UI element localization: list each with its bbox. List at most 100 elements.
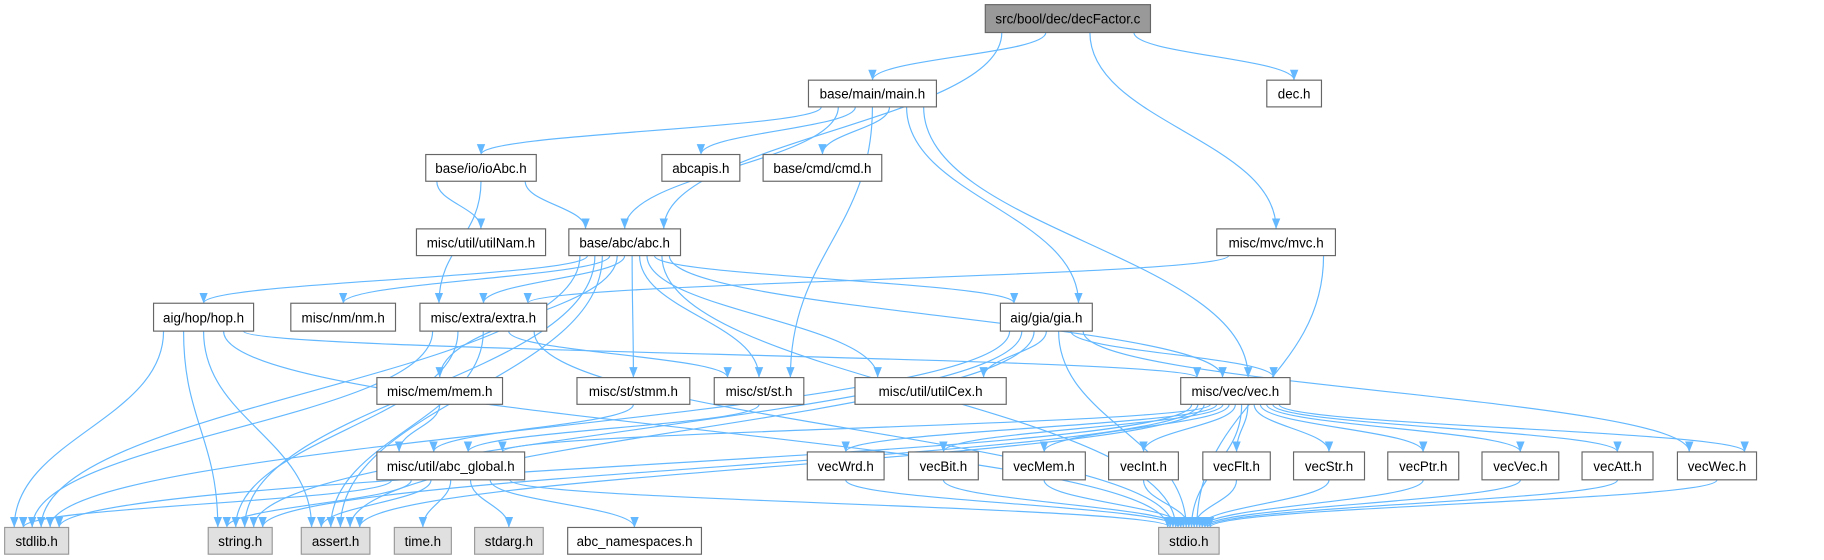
edge-vec-to-vecMem bbox=[1039, 404, 1230, 453]
node-utilCex[interactable]: misc/util/utilCex.h bbox=[854, 377, 1007, 405]
node-extra[interactable]: misc/extra/extra.h bbox=[419, 302, 548, 332]
node-label: vecBit.h bbox=[920, 459, 968, 474]
edge-gia-to-string bbox=[249, 331, 1023, 528]
edge-main-to-abcapis bbox=[696, 106, 856, 155]
edge-main-to-cmd bbox=[818, 106, 891, 155]
node-dec[interactable]: dec.h bbox=[1266, 79, 1323, 108]
node-assert: assert.h bbox=[300, 526, 371, 555]
node-label: abc_namespaces.h bbox=[577, 534, 693, 549]
node-box bbox=[300, 526, 371, 555]
node-stmm[interactable]: misc/st/stmm.h bbox=[576, 377, 691, 405]
edge-vec-to-vecWrd bbox=[841, 403, 1218, 453]
node-stdio: stdio.h bbox=[1158, 526, 1220, 555]
node-cmd[interactable]: base/cmd/cmd.h bbox=[762, 153, 883, 182]
node-box bbox=[1180, 377, 1291, 405]
node-vec[interactable]: misc/vec/vec.h bbox=[1180, 377, 1291, 405]
node-label: vecWec.h bbox=[1688, 459, 1746, 474]
node-box bbox=[661, 153, 741, 182]
node-abc_global[interactable]: misc/util/abc_global.h bbox=[376, 451, 526, 481]
edge-vecWec-to-stdio bbox=[1206, 479, 1718, 528]
node-box bbox=[1581, 451, 1654, 481]
node-box bbox=[393, 526, 452, 555]
edge-gia-to-assert bbox=[345, 331, 1035, 528]
edge-abc_global-to-stdlib bbox=[19, 479, 393, 528]
node-box bbox=[1002, 451, 1086, 481]
node-vecMem[interactable]: vecMem.h bbox=[1002, 451, 1086, 481]
nodes-layer: src/bool/dec/decFactor.c base/main/main.h… bbox=[4, 4, 1758, 555]
node-ioAbc[interactable]: base/io/ioAbc.h bbox=[425, 153, 537, 182]
edge-hop-to-stdlib bbox=[10, 331, 165, 528]
edge-extra-to-stdlib bbox=[28, 331, 434, 528]
edge-vecInt-to-stdio bbox=[1142, 479, 1194, 528]
node-nm[interactable]: misc/nm/nm.h bbox=[290, 302, 397, 332]
edge-vec-to-vecWec bbox=[1278, 403, 1749, 453]
node-abcapis[interactable]: abcapis.h bbox=[661, 153, 741, 182]
node-label: aig/gia/gia.h bbox=[1010, 310, 1082, 325]
edge-main-to-gia bbox=[905, 106, 1083, 304]
node-label: misc/util/abc_global.h bbox=[387, 459, 515, 474]
edge-abc_global-to-string bbox=[222, 479, 412, 528]
node-gia[interactable]: aig/gia/gia.h bbox=[999, 302, 1093, 332]
node-box bbox=[1108, 451, 1179, 481]
edge-abc_global-to-abc_namespaces bbox=[489, 479, 639, 528]
node-box bbox=[1266, 79, 1323, 108]
node-vecFlt[interactable]: vecFlt.h bbox=[1202, 451, 1271, 481]
node-box bbox=[1292, 451, 1366, 481]
node-vecWrd[interactable]: vecWrd.h bbox=[806, 451, 885, 481]
node-label: vecFlt.h bbox=[1213, 459, 1260, 474]
node-label: vecWrd.h bbox=[818, 459, 874, 474]
node-mem[interactable]: misc/mem/mem.h bbox=[376, 377, 504, 405]
node-decFactor[interactable]: src/bool/dec/decFactor.c bbox=[984, 4, 1152, 34]
node-label: assert.h bbox=[312, 534, 360, 549]
node-main[interactable]: base/main/main.h bbox=[807, 79, 938, 108]
node-stdlib: stdlib.h bbox=[4, 526, 70, 555]
node-box bbox=[984, 4, 1152, 34]
node-label: stdarg.h bbox=[485, 534, 533, 549]
edge-main-to-vec bbox=[923, 106, 1253, 378]
node-vecBit[interactable]: vecBit.h bbox=[907, 451, 979, 481]
node-vecAtt[interactable]: vecAtt.h bbox=[1581, 451, 1654, 481]
node-box bbox=[1202, 451, 1271, 481]
edge-vec-to-vecVec bbox=[1266, 404, 1525, 453]
edge-main-to-st bbox=[786, 106, 874, 378]
node-box bbox=[568, 228, 682, 257]
edge-hop-to-vec bbox=[243, 330, 1201, 379]
node-label: base/io/ioAbc.h bbox=[435, 161, 526, 176]
node-vecVec[interactable]: vecVec.h bbox=[1481, 451, 1560, 481]
node-string: string.h bbox=[207, 526, 273, 555]
edge-vec-to-vecPtr bbox=[1259, 404, 1428, 453]
node-st[interactable]: misc/st/st.h bbox=[713, 377, 805, 405]
node-box bbox=[419, 302, 548, 332]
node-mvc[interactable]: misc/mvc/mvc.h bbox=[1216, 228, 1337, 257]
edge-vec-to-vecFlt bbox=[1232, 404, 1249, 452]
node-hop[interactable]: aig/hop/hop.h bbox=[152, 302, 255, 332]
node-box bbox=[152, 302, 255, 332]
edge-extra-to-st bbox=[508, 330, 732, 378]
node-abc[interactable]: base/abc/abc.h bbox=[568, 228, 682, 257]
edge-decFactor-to-mvc bbox=[1089, 32, 1281, 229]
node-label: misc/mem/mem.h bbox=[387, 384, 492, 399]
node-box bbox=[567, 526, 703, 555]
node-utilNam[interactable]: misc/util/utilNam.h bbox=[415, 228, 547, 257]
node-label: string.h bbox=[218, 534, 262, 549]
node-box bbox=[474, 526, 544, 555]
node-vecInt[interactable]: vecInt.h bbox=[1108, 451, 1179, 481]
node-box bbox=[425, 153, 537, 182]
node-vecStr[interactable]: vecStr.h bbox=[1292, 451, 1366, 481]
edge-vec-to-vecStr bbox=[1253, 404, 1334, 453]
node-abc_namespaces[interactable]: abc_namespaces.h bbox=[567, 526, 703, 555]
node-box bbox=[1158, 526, 1220, 555]
edge-abc-to-vec bbox=[668, 255, 1227, 378]
edge-vec-to-string bbox=[258, 404, 1199, 528]
edge-ioAbc-to-utilNam bbox=[436, 181, 486, 229]
node-box bbox=[1676, 451, 1758, 481]
edge-abc-to-stdlib bbox=[36, 255, 581, 528]
edge-st-to-abc_global bbox=[463, 404, 760, 453]
edge-abc-to-st bbox=[638, 255, 764, 378]
node-vecPtr[interactable]: vecPtr.h bbox=[1387, 451, 1460, 481]
node-vecWec[interactable]: vecWec.h bbox=[1676, 451, 1758, 481]
node-box bbox=[1216, 228, 1337, 257]
node-label: vecMem.h bbox=[1013, 459, 1075, 474]
node-box bbox=[806, 451, 885, 481]
